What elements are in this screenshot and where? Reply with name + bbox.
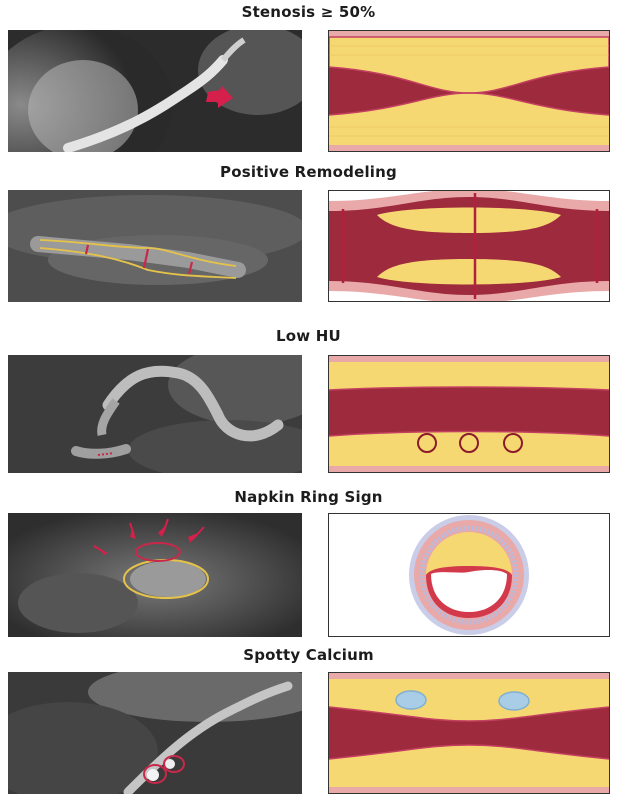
ct-image-stenosis: [8, 30, 302, 152]
ct-image-lowhu: [8, 355, 302, 473]
diagram-remodeling: [328, 190, 610, 302]
ct-image-napkin: [8, 513, 302, 637]
diagram-napkin: [328, 513, 610, 637]
section-title-napkin: Napkin Ring Sign: [0, 488, 617, 506]
section-title-lowhu: Low HU: [0, 327, 617, 345]
diagram-calcium: [328, 672, 610, 794]
section-title-stenosis: Stenosis ≥ 50%: [0, 3, 617, 21]
ct-image-calcium: [8, 672, 302, 794]
ct-image-remodeling: [8, 190, 302, 302]
section-title-calcium: Spotty Calcium: [0, 646, 617, 664]
diagram-lowhu: [328, 355, 610, 473]
diagram-stenosis: [328, 30, 610, 152]
section-title-remodeling: Positive Remodeling: [0, 163, 617, 181]
